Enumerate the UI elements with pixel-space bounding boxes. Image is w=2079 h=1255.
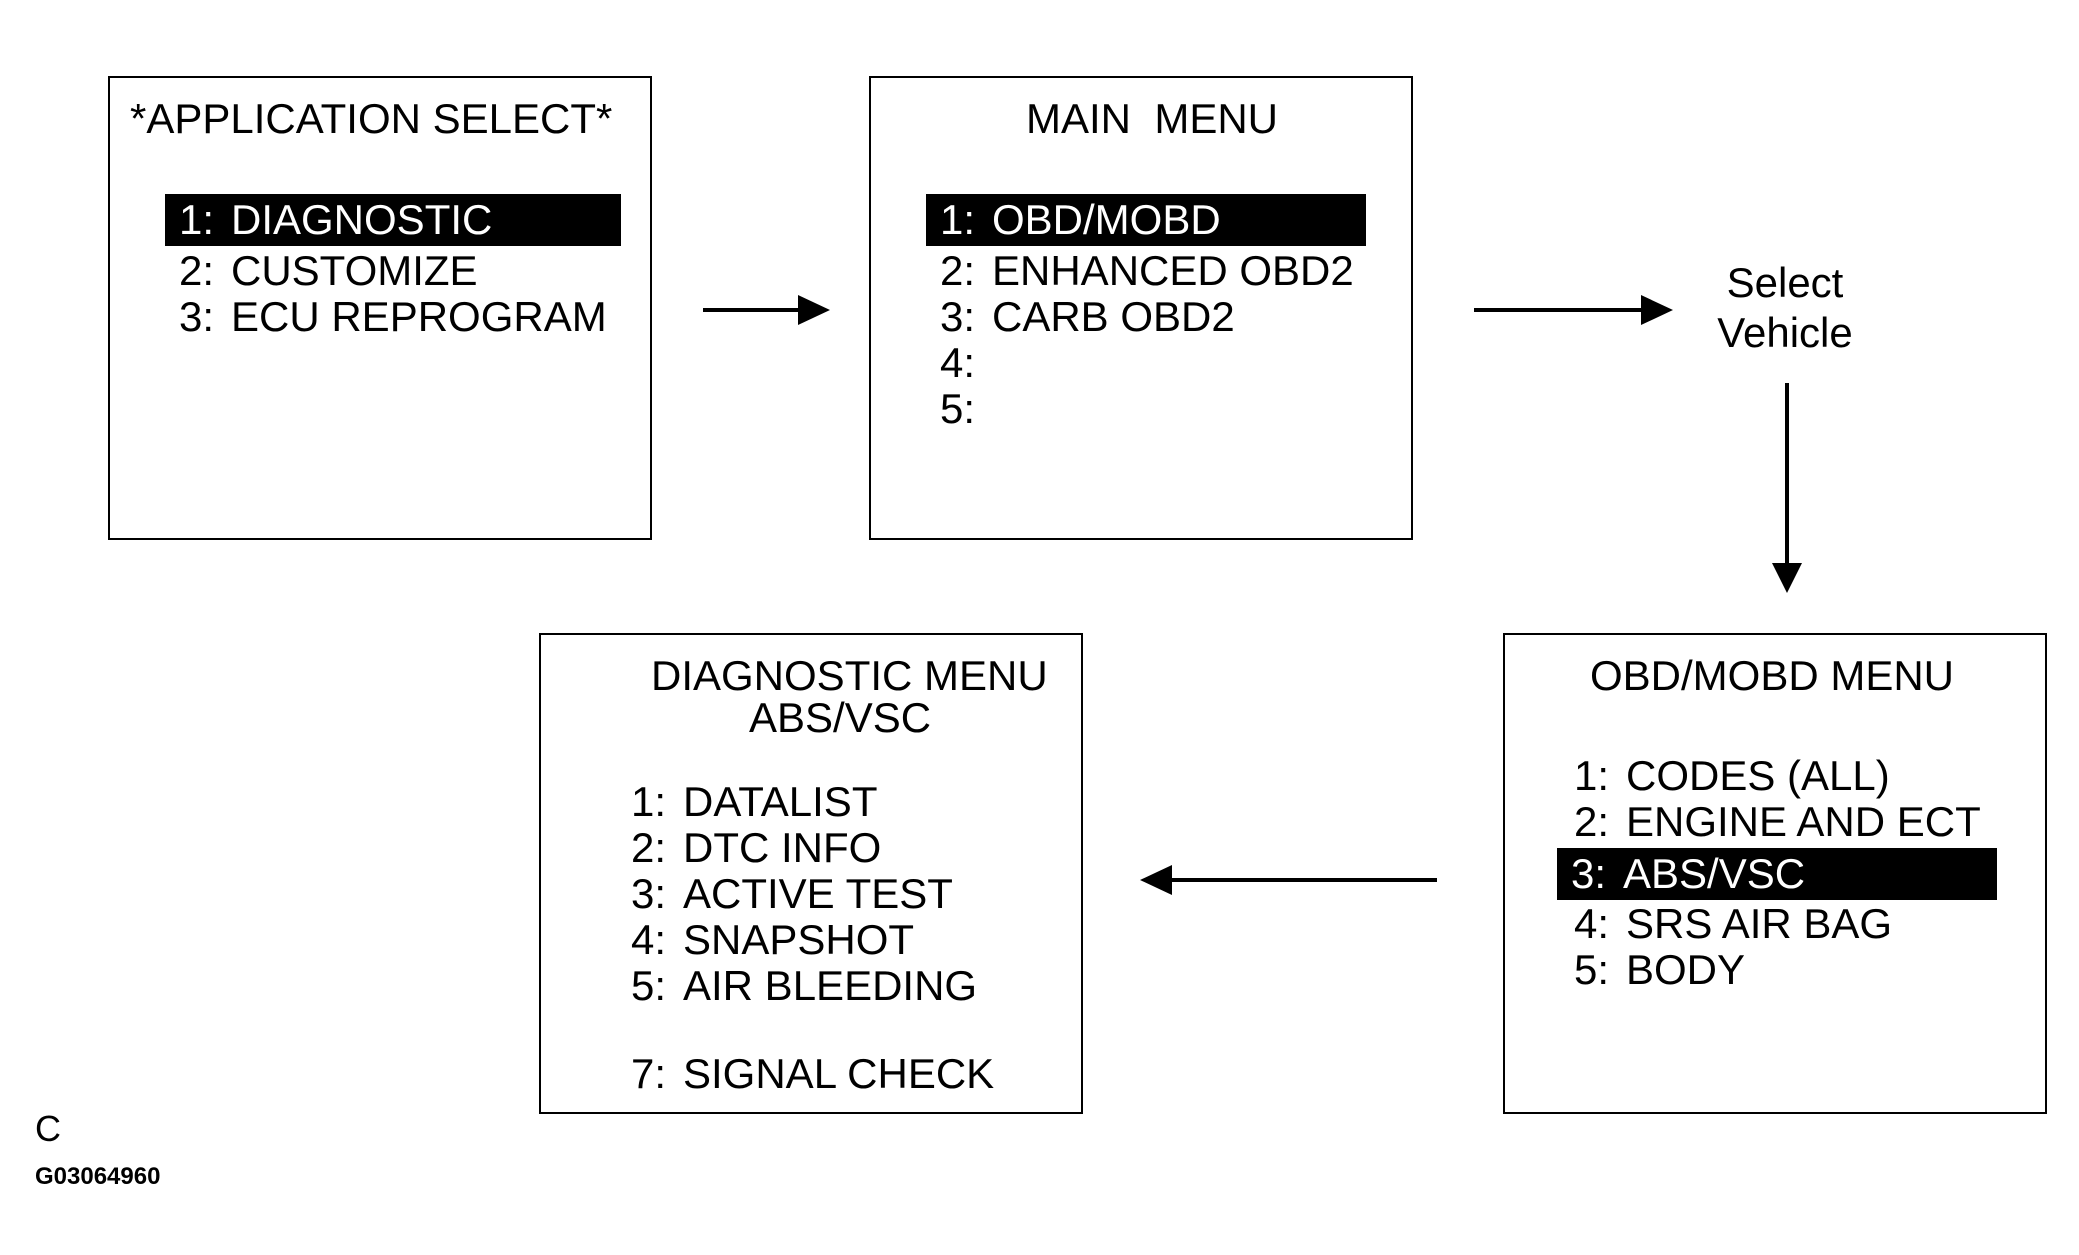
menu-item-label: CARB OBD2	[992, 293, 1235, 340]
menu-item-number: 5:	[1574, 946, 1610, 993]
menu-item-obd-mobd[interactable]: 1: OBD/MOBD	[926, 194, 1366, 246]
menu-item-4[interactable]: 4:	[926, 342, 992, 384]
menu-item-signal-check[interactable]: 7: SIGNAL CHECK	[617, 1053, 994, 1095]
menu-item-label: SIGNAL CHECK	[683, 1050, 995, 1097]
menu-item-active-test[interactable]: 3: ACTIVE TEST	[617, 873, 953, 915]
menu-item-number: 7:	[631, 1050, 667, 1097]
diagnostic-menu-screen: DIAGNOSTIC MENU ABS/VSC 1: DATALIST 2: DTC…	[539, 633, 1083, 1114]
menu-item-body[interactable]: 5: BODY	[1560, 949, 1745, 991]
select-vehicle-line2: Vehicle	[1717, 309, 1853, 357]
menu-item-air-bleeding[interactable]: 5: AIR BLEEDING	[617, 965, 977, 1007]
figure-code: G03064960	[35, 1163, 161, 1190]
select-vehicle-line1: Select	[1726, 259, 1844, 306]
menu-item-srs-air-bag[interactable]: 4: SRS AIR BAG	[1560, 903, 1892, 945]
menu-item-number: 3:	[1571, 850, 1607, 897]
arrow-right-1	[703, 295, 830, 325]
menu-item-number: 2:	[179, 247, 215, 294]
menu-item-label: CODES (ALL)	[1626, 752, 1890, 799]
menu-item-enhanced-obd2[interactable]: 2: ENHANCED OBD2	[926, 250, 1354, 292]
menu-item-5[interactable]: 5:	[926, 388, 992, 430]
menu-item-label: OBD/MOBD	[992, 196, 1221, 243]
menu-item-label: SNAPSHOT	[683, 916, 915, 963]
figure-letter: C	[35, 1108, 61, 1149]
menu-item-label: BODY	[1626, 946, 1746, 993]
diagnostic-menu-subtitle: ABS/VSC	[749, 694, 932, 741]
menu-item-number: 4:	[631, 916, 667, 963]
arrow-down	[1772, 383, 1802, 593]
menu-item-label: ECU REPROGRAM	[231, 293, 607, 340]
menu-item-number: 2:	[940, 247, 976, 294]
menu-item-label: DIAGNOSTIC	[231, 196, 493, 243]
obd-mobd-menu-screen: OBD/MOBD MENU 1: CODES (ALL) 2: ENGINE AND…	[1503, 633, 2047, 1114]
menu-item-label: ABS/VSC	[1623, 850, 1806, 897]
main-menu-title: MAIN MENU	[1026, 95, 1278, 142]
obd-mobd-menu-title: OBD/MOBD MENU	[1590, 652, 1955, 699]
application-select-title: *APPLICATION SELECT*	[130, 95, 613, 142]
menu-item-datalist[interactable]: 1: DATALIST	[617, 781, 877, 823]
menu-item-label: SRS AIR BAG	[1626, 900, 1893, 947]
menu-item-label: DTC INFO	[683, 824, 882, 871]
menu-item-engine-and-ect[interactable]: 2: ENGINE AND ECT	[1560, 801, 1981, 843]
menu-item-carb-obd2[interactable]: 3: CARB OBD2	[926, 296, 1235, 338]
menu-item-number: 1:	[940, 196, 976, 243]
diagnostic-menu-title: DIAGNOSTIC MENU	[651, 652, 1048, 699]
menu-item-number: 1:	[1574, 752, 1610, 799]
menu-item-label: DATALIST	[683, 778, 878, 825]
arrow-left	[1140, 865, 1437, 895]
menu-item-number: 3:	[940, 293, 976, 340]
menu-item-number: 4:	[940, 339, 976, 386]
menu-item-snapshot[interactable]: 4: SNAPSHOT	[617, 919, 914, 961]
menu-item-number: 4:	[1574, 900, 1610, 947]
menu-item-abs-vsc[interactable]: 3: ABS/VSC	[1557, 848, 1997, 900]
menu-item-ecu-reprogram[interactable]: 3: ECU REPROGRAM	[165, 296, 607, 338]
menu-item-number: 5:	[940, 385, 976, 432]
menu-item-number: 3:	[631, 870, 667, 917]
menu-item-diagnostic[interactable]: 1: DIAGNOSTIC	[165, 194, 621, 246]
menu-item-number: 3:	[179, 293, 215, 340]
menu-item-dtc-info[interactable]: 2: DTC INFO	[617, 827, 881, 869]
menu-item-number: 2:	[1574, 798, 1610, 845]
arrow-right-2	[1474, 295, 1673, 325]
select-vehicle-label: Select Vehicle	[1700, 258, 1870, 359]
menu-item-label: AIR BLEEDING	[683, 962, 978, 1009]
menu-item-label: ACTIVE TEST	[683, 870, 953, 917]
menu-item-number: 1:	[179, 196, 215, 243]
menu-item-customize[interactable]: 2: CUSTOMIZE	[165, 250, 478, 292]
application-select-screen: *APPLICATION SELECT* 1: DIAGNOSTIC 2: CUST…	[108, 76, 652, 540]
menu-item-number: 5:	[631, 962, 667, 1009]
menu-item-label: CUSTOMIZE	[231, 247, 478, 294]
menu-item-number: 2:	[631, 824, 667, 871]
main-menu-screen: MAIN MENU 1: OBD/MOBD 2: ENHANCED OBD2 3: C…	[869, 76, 1413, 540]
menu-item-label: ENGINE AND ECT	[1626, 798, 1981, 845]
menu-item-codes-all[interactable]: 1: CODES (ALL)	[1560, 755, 1890, 797]
menu-item-label: ENHANCED OBD2	[992, 247, 1354, 294]
menu-item-number: 1:	[631, 778, 667, 825]
